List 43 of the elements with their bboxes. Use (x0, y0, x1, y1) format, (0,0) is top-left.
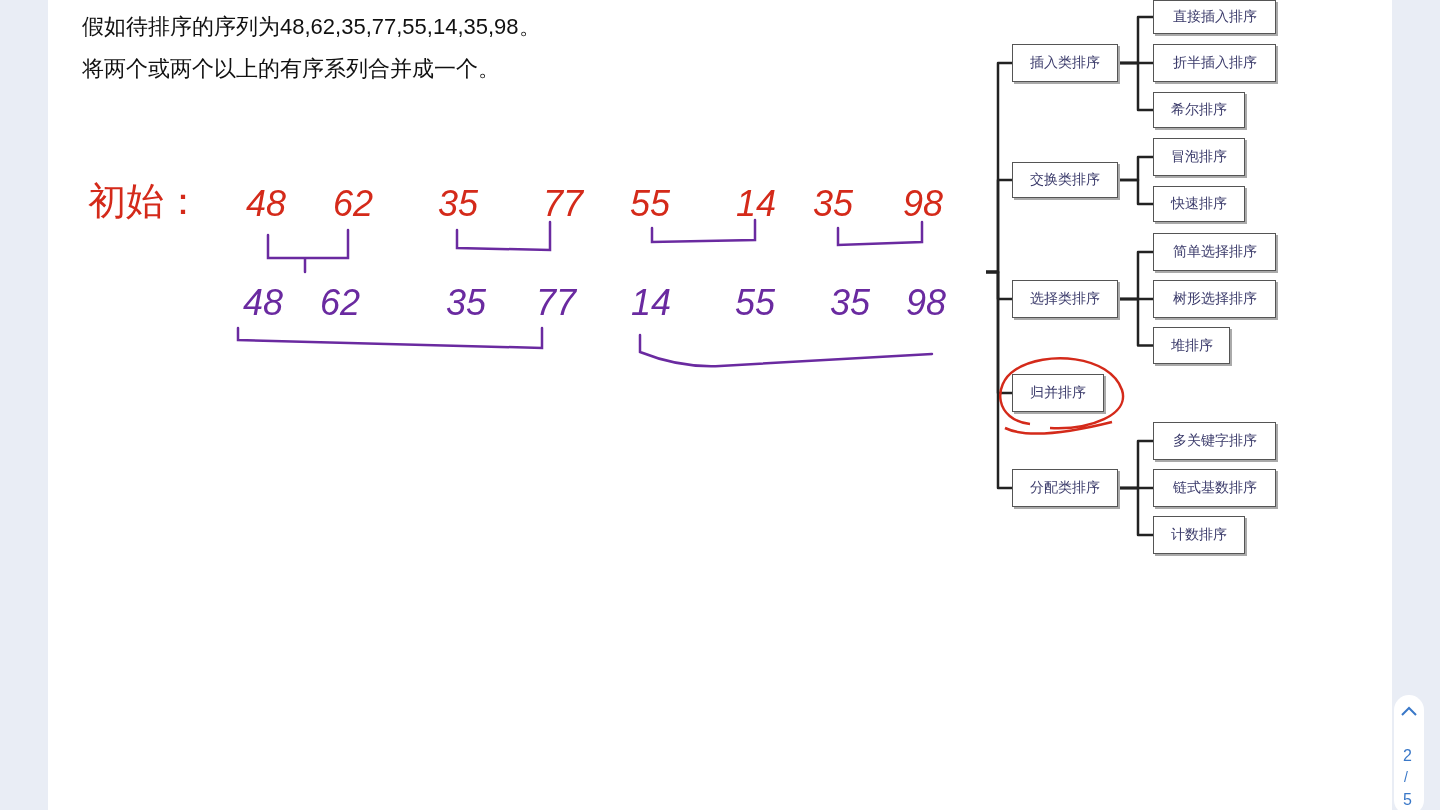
sort-box: 树形选择排序 (1153, 280, 1276, 318)
sort-box: 归并排序 (1012, 374, 1104, 412)
handwritten-number: 62 (320, 285, 361, 321)
sort-box: 希尔排序 (1153, 92, 1245, 128)
tree-connector (1118, 178, 1153, 206)
handwritten-number: 77 (543, 186, 584, 222)
handwritten-number: 98 (903, 186, 944, 222)
handwritten-number: 98 (906, 285, 947, 321)
handwritten-number: 48 (246, 186, 287, 222)
sort-box: 快速排序 (1153, 186, 1245, 222)
sort-box: 选择类排序 (1012, 280, 1118, 318)
sort-box: 插入类排序 (1012, 44, 1118, 82)
tree-connector (986, 270, 1012, 490)
handwritten-number: 55 (735, 285, 776, 321)
instruction-text: 假如待排序的序列为48,62,35,77,55,14,35,98。 (82, 16, 541, 38)
handwritten-number: 14 (736, 186, 777, 222)
sort-box: 多关键字排序 (1153, 422, 1276, 460)
handwritten-number: 14 (631, 285, 672, 321)
handwritten-number: 62 (333, 186, 374, 222)
handwritten-number: 77 (536, 285, 577, 321)
handwritten-label: 初始： (88, 182, 202, 220)
tree-connector (1118, 61, 1153, 112)
page-separator: / (1404, 770, 1408, 784)
page-total: 5 (1403, 792, 1412, 808)
tree-connector (1118, 297, 1153, 347)
instruction-text: 将两个或两个以上的有序系列合并成一个。 (82, 58, 500, 80)
sort-box: 计数排序 (1153, 516, 1245, 554)
sort-box: 堆排序 (1153, 327, 1230, 364)
handwritten-number: 48 (243, 285, 284, 321)
sort-box: 分配类排序 (1012, 469, 1118, 507)
handwritten-number: 55 (630, 186, 671, 222)
sort-box: 交换类排序 (1012, 162, 1118, 198)
sort-box: 冒泡排序 (1153, 138, 1245, 176)
handwritten-number: 35 (813, 186, 854, 222)
sort-box: 折半插入排序 (1153, 44, 1276, 82)
sort-box: 直接插入排序 (1153, 0, 1276, 34)
sort-box: 链式基数排序 (1153, 469, 1276, 507)
tree-connector (1118, 486, 1153, 537)
handwritten-number: 35 (438, 186, 479, 222)
handwritten-number: 35 (446, 285, 487, 321)
sort-box: 简单选择排序 (1153, 233, 1276, 271)
handwritten-number: 35 (830, 285, 871, 321)
page-number: 2 (1403, 748, 1412, 764)
